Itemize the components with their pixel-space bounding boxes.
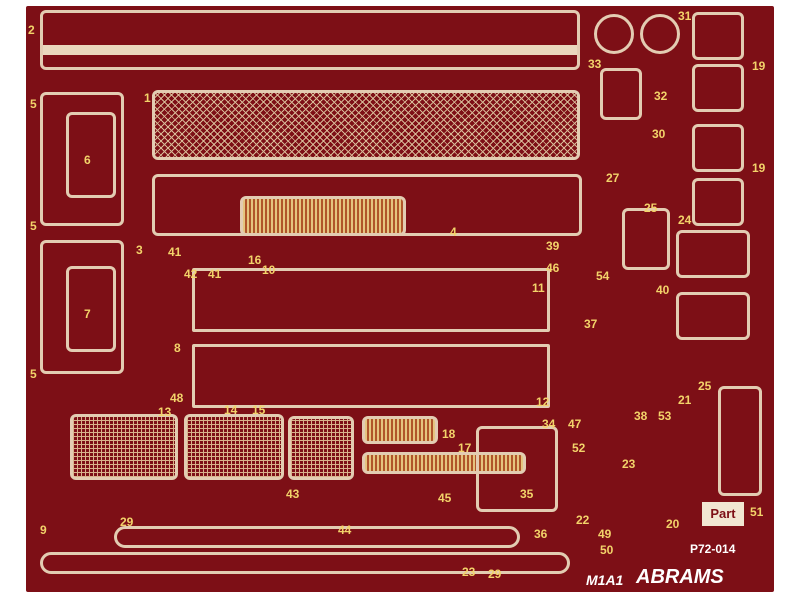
part-18-strip	[362, 416, 438, 444]
label-17: 17	[458, 441, 472, 455]
label-19a: 19	[752, 59, 766, 73]
part-29-bar-lower	[40, 552, 570, 574]
label-46: 46	[546, 261, 560, 275]
part-24-x-frame	[676, 230, 750, 278]
label-21: 21	[678, 393, 692, 407]
label-41a: 41	[168, 245, 182, 259]
label-15: 15	[252, 403, 266, 417]
label-38: 38	[634, 409, 648, 423]
label-25a: 25	[644, 201, 658, 215]
label-41b: 41	[208, 267, 222, 281]
part-17-strip	[362, 452, 526, 474]
label-3: 3	[136, 243, 143, 257]
label-32: 32	[654, 89, 668, 103]
label-37: 37	[584, 317, 598, 331]
part-19-hook-c	[692, 124, 744, 172]
label-23b: 23	[622, 457, 636, 471]
label-1: 1	[144, 91, 151, 105]
label-20: 20	[666, 517, 680, 531]
label-5c: 5	[30, 367, 37, 381]
label-50: 50	[600, 543, 614, 557]
label-12: 12	[536, 395, 550, 409]
label-6: 6	[84, 153, 91, 167]
part-34-frame	[476, 426, 558, 512]
label-18: 18	[442, 427, 456, 441]
label-54: 54	[596, 269, 610, 283]
part-19-hook-a	[692, 12, 744, 60]
label-5b: 5	[30, 219, 37, 233]
label-9: 9	[40, 523, 47, 537]
label-53: 53	[658, 409, 672, 423]
label-47: 47	[568, 417, 582, 431]
label-7: 7	[84, 307, 91, 321]
label-25b: 25	[698, 379, 712, 393]
part-6-brackets	[66, 112, 116, 198]
label-30: 30	[652, 127, 666, 141]
label-52: 52	[572, 441, 586, 455]
label-10: 10	[262, 263, 276, 277]
title-model: M1A1	[586, 572, 624, 588]
part-51-stack	[718, 386, 762, 496]
label-14: 14	[224, 403, 238, 417]
sheet-code: P72-014	[690, 542, 736, 556]
label-23: 23	[462, 565, 476, 579]
label-35: 35	[520, 487, 534, 501]
label-2: 2	[28, 23, 35, 37]
part-24-x-frame-b	[676, 292, 750, 340]
part-7-brackets	[66, 266, 116, 352]
part-4-grille	[240, 196, 406, 236]
logo-text: Part	[710, 506, 736, 521]
label-40: 40	[656, 283, 670, 297]
label-11: 11	[532, 281, 545, 295]
part-1-mesh-grille	[152, 90, 580, 160]
part-31-loop-b	[640, 14, 680, 54]
label-51: 51	[750, 505, 764, 519]
part-33-clip	[600, 68, 642, 120]
label-13: 13	[158, 405, 172, 419]
label-31: 31	[678, 9, 692, 23]
title-name: ABRAMS	[636, 566, 724, 588]
label-48: 48	[170, 391, 184, 405]
label-34: 34	[542, 417, 556, 431]
label-19b: 19	[752, 161, 766, 175]
label-39: 39	[546, 239, 560, 253]
label-42: 42	[184, 267, 198, 281]
label-44: 44	[338, 523, 352, 537]
label-5a: 5	[30, 97, 37, 111]
part-19-hook-d	[692, 178, 744, 226]
part-5-frame-top	[40, 92, 124, 226]
label-24: 24	[678, 213, 692, 227]
part-2-strip	[40, 10, 580, 70]
part-29-bar-upper	[114, 526, 520, 548]
label-45: 45	[438, 491, 452, 505]
label-16: 16	[248, 253, 262, 267]
photo-etch-sheet: 2 1 5 6 5 7 5 3 41 42 41 16 10 4 39 46 1…	[26, 6, 774, 592]
label-49: 49	[598, 527, 612, 541]
part-19-hook-b	[692, 64, 744, 112]
label-36: 36	[534, 527, 548, 541]
label-22: 22	[576, 513, 590, 527]
part-13-grid	[70, 414, 178, 480]
part-15-grid	[288, 416, 354, 480]
label-43: 43	[286, 487, 300, 501]
part-8-plate-bottom	[192, 344, 550, 408]
part-8-plate-top	[192, 268, 550, 332]
label-29b: 29	[488, 567, 502, 581]
part-logo: Part	[702, 502, 744, 526]
part-31-loop	[594, 14, 634, 54]
part-25-x-part	[622, 208, 670, 270]
label-29a: 29	[120, 515, 134, 529]
part-14-grid	[184, 414, 284, 480]
part-5-frame-bottom	[40, 240, 124, 374]
label-27: 27	[606, 171, 620, 185]
label-33: 33	[588, 57, 602, 71]
label-4: 4	[450, 225, 457, 239]
label-8: 8	[174, 341, 181, 355]
